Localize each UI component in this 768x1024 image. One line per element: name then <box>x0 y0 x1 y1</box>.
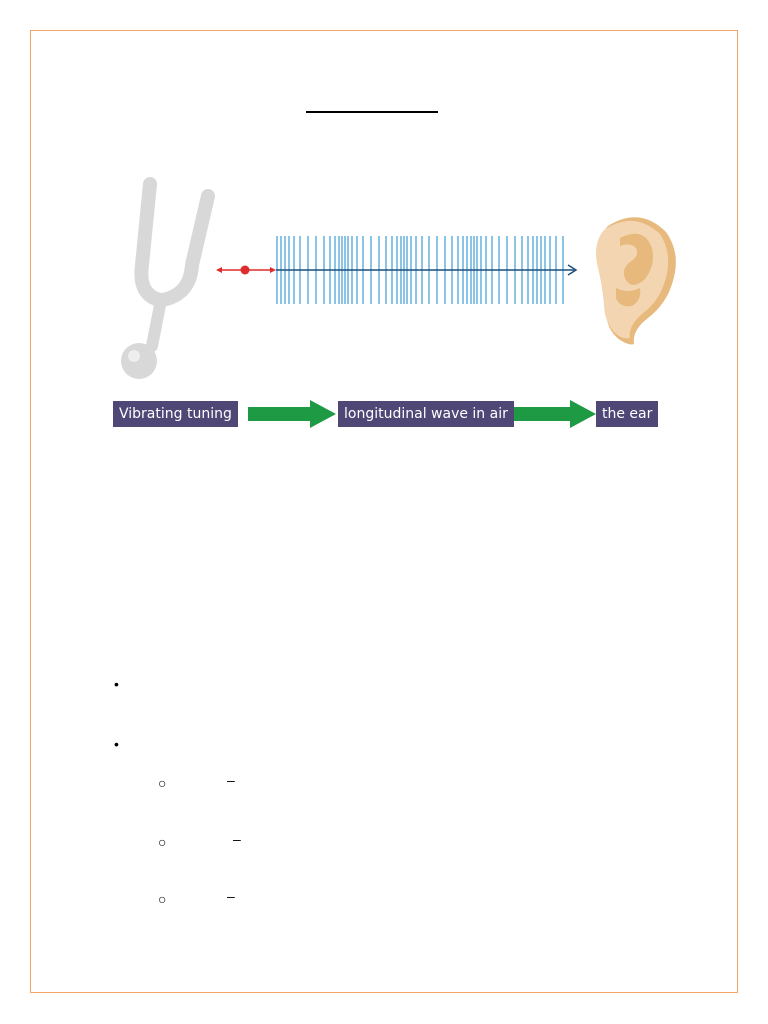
page-border <box>30 30 738 993</box>
label-longitudinal-wave: longitudinal wave in air <box>338 401 514 427</box>
arrow-right-icon <box>514 400 596 428</box>
bullet-marker: • <box>114 676 119 692</box>
sub-bullet-dash: – <box>227 888 235 904</box>
sub-bullet-marker: ○ <box>158 891 167 907</box>
sub-bullet-marker: ○ <box>158 834 167 850</box>
bullet-marker: • <box>114 736 119 752</box>
sub-bullet-marker: ○ <box>158 775 167 791</box>
vibration-arrow <box>216 265 276 275</box>
label-the-ear: the ear <box>596 401 659 427</box>
ear-icon <box>596 217 676 345</box>
title-underline <box>306 111 438 113</box>
tuning-fork-icon <box>121 177 215 379</box>
sub-bullet-dash: – <box>227 772 235 788</box>
label-vibrating-tuning: Vibrating tuning <box>113 401 238 427</box>
sub-bullet-dash: – <box>233 831 241 847</box>
arrow-right-icon <box>248 400 336 428</box>
sound-wave-diagram <box>121 177 676 428</box>
wave-direction-arrow <box>276 264 578 276</box>
